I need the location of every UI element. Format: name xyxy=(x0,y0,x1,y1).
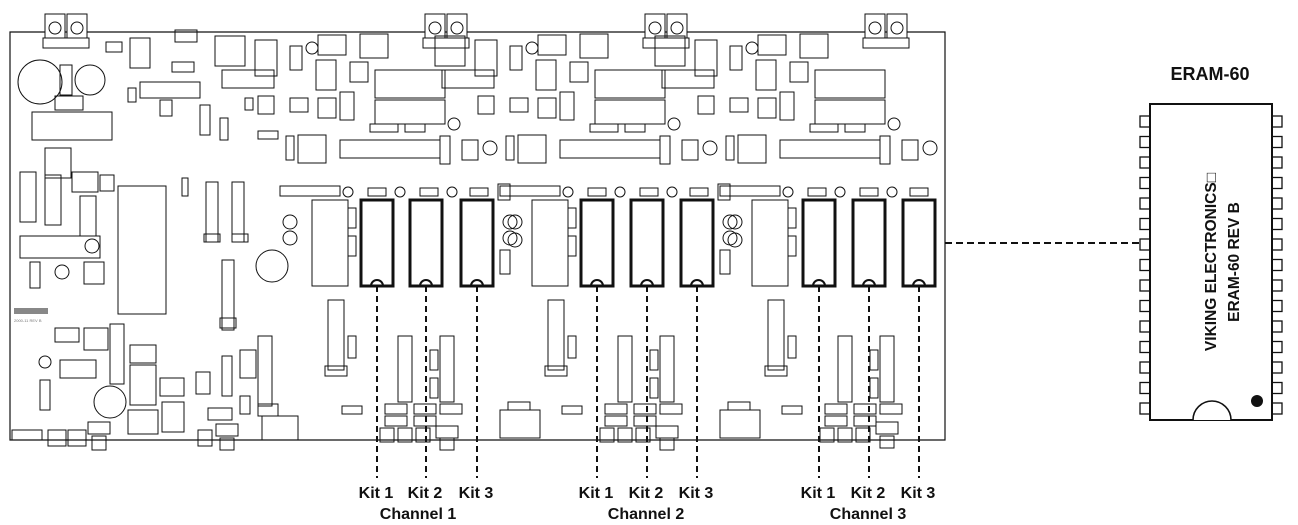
chip-pin-left xyxy=(1139,258,1151,272)
channel-label: Channel 2 xyxy=(608,506,685,523)
chip-pin-right xyxy=(1271,197,1283,210)
chip-pin-right xyxy=(1271,156,1283,169)
chip-pin-left xyxy=(1139,115,1151,128)
board-outline xyxy=(9,31,946,441)
left-section-components xyxy=(11,29,299,451)
kit-label: Kit 1 xyxy=(801,485,836,502)
chip-pin-right xyxy=(1271,135,1283,149)
chip-pin-right xyxy=(1271,238,1283,251)
chip-pin-right xyxy=(1271,258,1283,272)
chip-pin-left xyxy=(1139,320,1151,333)
chip-body xyxy=(1149,103,1273,421)
terminal-blocks xyxy=(42,13,910,49)
kit-label: Kit 3 xyxy=(679,485,714,502)
kit-label: Kit 2 xyxy=(851,485,886,502)
chip-label-line1: VIKING ELECTRONICS□ xyxy=(1203,172,1220,351)
chip-pin-left xyxy=(1139,381,1151,395)
circuit-board xyxy=(9,13,946,451)
middle-channel-circuitry xyxy=(279,183,929,451)
kit-socket-ch2-kit1 xyxy=(579,198,615,288)
chip-pin-left xyxy=(1139,156,1151,169)
chip-pin-right xyxy=(1271,361,1283,374)
chip-pin-left xyxy=(1139,299,1151,313)
chip-pin-left xyxy=(1139,238,1151,251)
kit-sockets xyxy=(359,198,937,288)
chip-pin-left xyxy=(1139,361,1151,374)
kit-leader-lines xyxy=(376,286,920,478)
channel-label: Channel 3 xyxy=(830,506,907,523)
chip-title: ERAM-60 xyxy=(1170,64,1249,84)
chip-label-line2: ERAM-60 REV B xyxy=(1226,202,1243,322)
kit-socket-ch3-kit1 xyxy=(801,198,837,288)
kit-socket-ch1-kit2 xyxy=(408,198,444,288)
kit-label: Kit 1 xyxy=(359,485,394,502)
chip-pin-right xyxy=(1271,217,1283,231)
chip-pins xyxy=(1139,115,1283,415)
kit-socket-ch2-kit2 xyxy=(629,198,665,288)
chip-pin-left xyxy=(1139,217,1151,231)
chip-pin-right xyxy=(1271,402,1283,415)
chip-pin-left xyxy=(1139,402,1151,415)
board-silkscreen-text: 2000-11 REV B xyxy=(14,318,42,323)
chip-pin-left xyxy=(1139,197,1151,210)
chip-pin-right xyxy=(1271,176,1283,190)
chip-pin-right xyxy=(1271,320,1283,333)
kit-label: Kit 3 xyxy=(459,485,494,502)
chip-pin-right xyxy=(1271,381,1283,395)
chip-pin1-dot xyxy=(1251,395,1263,407)
channel-label: Channel 1 xyxy=(380,506,457,523)
kit-socket-ch1-kit1 xyxy=(359,198,395,288)
chip-pin-right xyxy=(1271,115,1283,128)
chip-pin-right xyxy=(1271,279,1283,292)
chip-pin-right xyxy=(1271,340,1283,354)
chip-pin-left xyxy=(1139,176,1151,190)
chip-notch xyxy=(1192,400,1232,421)
chip-pin-right xyxy=(1271,299,1283,313)
kit-socket-ch2-kit3 xyxy=(679,198,715,288)
chip-pin-left xyxy=(1139,279,1151,292)
kit-label: Kit 2 xyxy=(629,485,664,502)
chip-pin-left xyxy=(1139,135,1151,149)
upper-channel-circuitry xyxy=(214,33,938,165)
kit-socket-ch3-kit2 xyxy=(851,198,887,288)
kit-label: Kit 2 xyxy=(408,485,443,502)
chip-pin-left xyxy=(1139,340,1151,354)
kit-socket-ch3-kit3 xyxy=(901,198,937,288)
kit-label: Kit 1 xyxy=(579,485,614,502)
kit-label: Kit 3 xyxy=(901,485,936,502)
kit-socket-ch1-kit3 xyxy=(459,198,495,288)
eram-60-chip: VIKING ELECTRONICS□ ERAM-60 REV B xyxy=(1139,103,1283,421)
